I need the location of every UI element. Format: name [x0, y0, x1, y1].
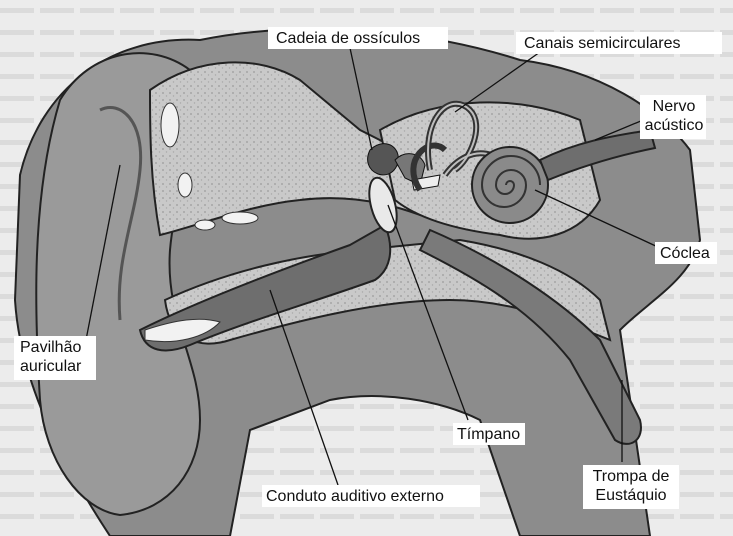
label-semicircular-canals: Canais semicirculares — [524, 34, 681, 53]
label-cochlea: Cóclea — [660, 244, 710, 263]
label-pinna-line1: Pavilhão — [20, 338, 81, 357]
label-ossicles: Cadeia de ossículos — [276, 29, 420, 48]
label-eustachian-line1: Trompa de — [585, 467, 677, 486]
cochlea-shape — [472, 147, 548, 223]
label-acoustic-nerve-line2: acústico — [642, 116, 706, 135]
label-eustachian-tube: Trompa de Eustáquio — [585, 467, 677, 505]
label-eustachian-line2: Eustáquio — [585, 486, 677, 505]
label-ear-canal: Conduto auditivo externo — [266, 487, 444, 506]
label-acoustic-nerve: Nervo acústico — [642, 97, 706, 135]
label-acoustic-nerve-line1: Nervo — [642, 97, 706, 116]
label-eardrum: Tímpano — [457, 425, 520, 444]
label-pinna-line2: auricular — [20, 357, 81, 376]
label-pinna: Pavilhão auricular — [20, 338, 81, 376]
